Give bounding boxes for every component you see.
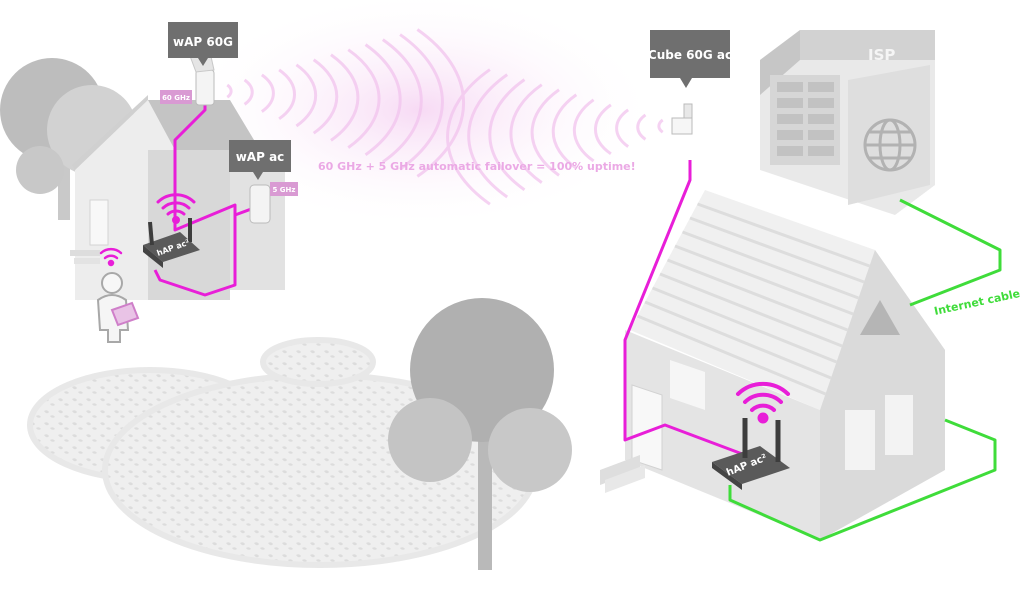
wave-arc — [295, 63, 318, 128]
wave-arc — [509, 83, 543, 184]
wave-arc — [446, 68, 491, 206]
wave-arc — [615, 108, 630, 148]
wave-arc — [381, 38, 423, 164]
wave-arc — [467, 73, 509, 199]
cube-60g-label: Cube 60G ac — [648, 48, 732, 62]
user-with-laptop — [96, 272, 140, 343]
wave-arc — [530, 88, 560, 177]
wave-arc — [636, 113, 647, 141]
house-right — [600, 190, 945, 540]
tag-5ghz: 5 GHz — [270, 182, 298, 196]
svg-text:5 GHz: 5 GHz — [273, 186, 296, 194]
green-internet-cable — [728, 198, 1002, 542]
roof-rib — [651, 286, 838, 364]
wireless-wave-fan — [180, 0, 664, 230]
callout-wap-60g: wAP 60G — [168, 22, 238, 66]
tag-60ghz: 60 GHz — [160, 90, 192, 104]
wave-arc — [572, 98, 595, 163]
wap-60g-label: wAP 60G — [173, 35, 233, 49]
wave-arc — [226, 83, 233, 99]
wave-arc — [312, 58, 339, 135]
roof-rib — [689, 216, 865, 284]
roof-rib — [659, 272, 843, 348]
roof-rib — [666, 258, 849, 332]
wave-arc — [364, 43, 402, 157]
wave-arc — [416, 28, 466, 178]
cube-60g-device — [671, 103, 693, 135]
router-left: hAP ac² — [143, 218, 200, 268]
wave-arc — [347, 48, 381, 149]
isp-label: ISP — [868, 46, 895, 64]
svg-text:60 GHz: 60 GHz — [162, 94, 190, 102]
callout-cube-60g: Cube 60G ac — [648, 30, 732, 88]
wave-arc — [330, 53, 360, 142]
wave-arc — [657, 118, 664, 134]
roof-rib — [681, 230, 860, 300]
wap-ac-label: wAP ac — [236, 150, 285, 164]
wave-arc — [260, 73, 275, 113]
roof-rib — [674, 244, 854, 316]
wave-arc — [399, 33, 444, 171]
house-left — [70, 95, 285, 300]
failover-caption: 60 GHz + 5 GHz automatic failover = 100%… — [318, 160, 636, 173]
wifi-icon — [736, 381, 790, 424]
wifi-icon — [156, 193, 196, 224]
wave-arc — [243, 78, 254, 106]
roof-rib — [644, 300, 832, 380]
isp-building: ISP — [760, 30, 935, 215]
tree-center — [388, 298, 572, 570]
globe-icon — [863, 118, 917, 172]
wave-arc — [278, 68, 297, 121]
roof-rib — [636, 314, 827, 396]
tree-left — [0, 58, 137, 220]
router-right: hAP ac² — [712, 418, 790, 490]
callout-wap-ac: wAP ac — [229, 140, 291, 180]
wave-arc — [593, 103, 612, 156]
wap-ac-device — [249, 184, 271, 224]
wifi-icon — [99, 248, 123, 267]
wave-arc — [488, 78, 526, 192]
wave-arc — [551, 93, 578, 170]
roof-rib — [696, 202, 871, 268]
